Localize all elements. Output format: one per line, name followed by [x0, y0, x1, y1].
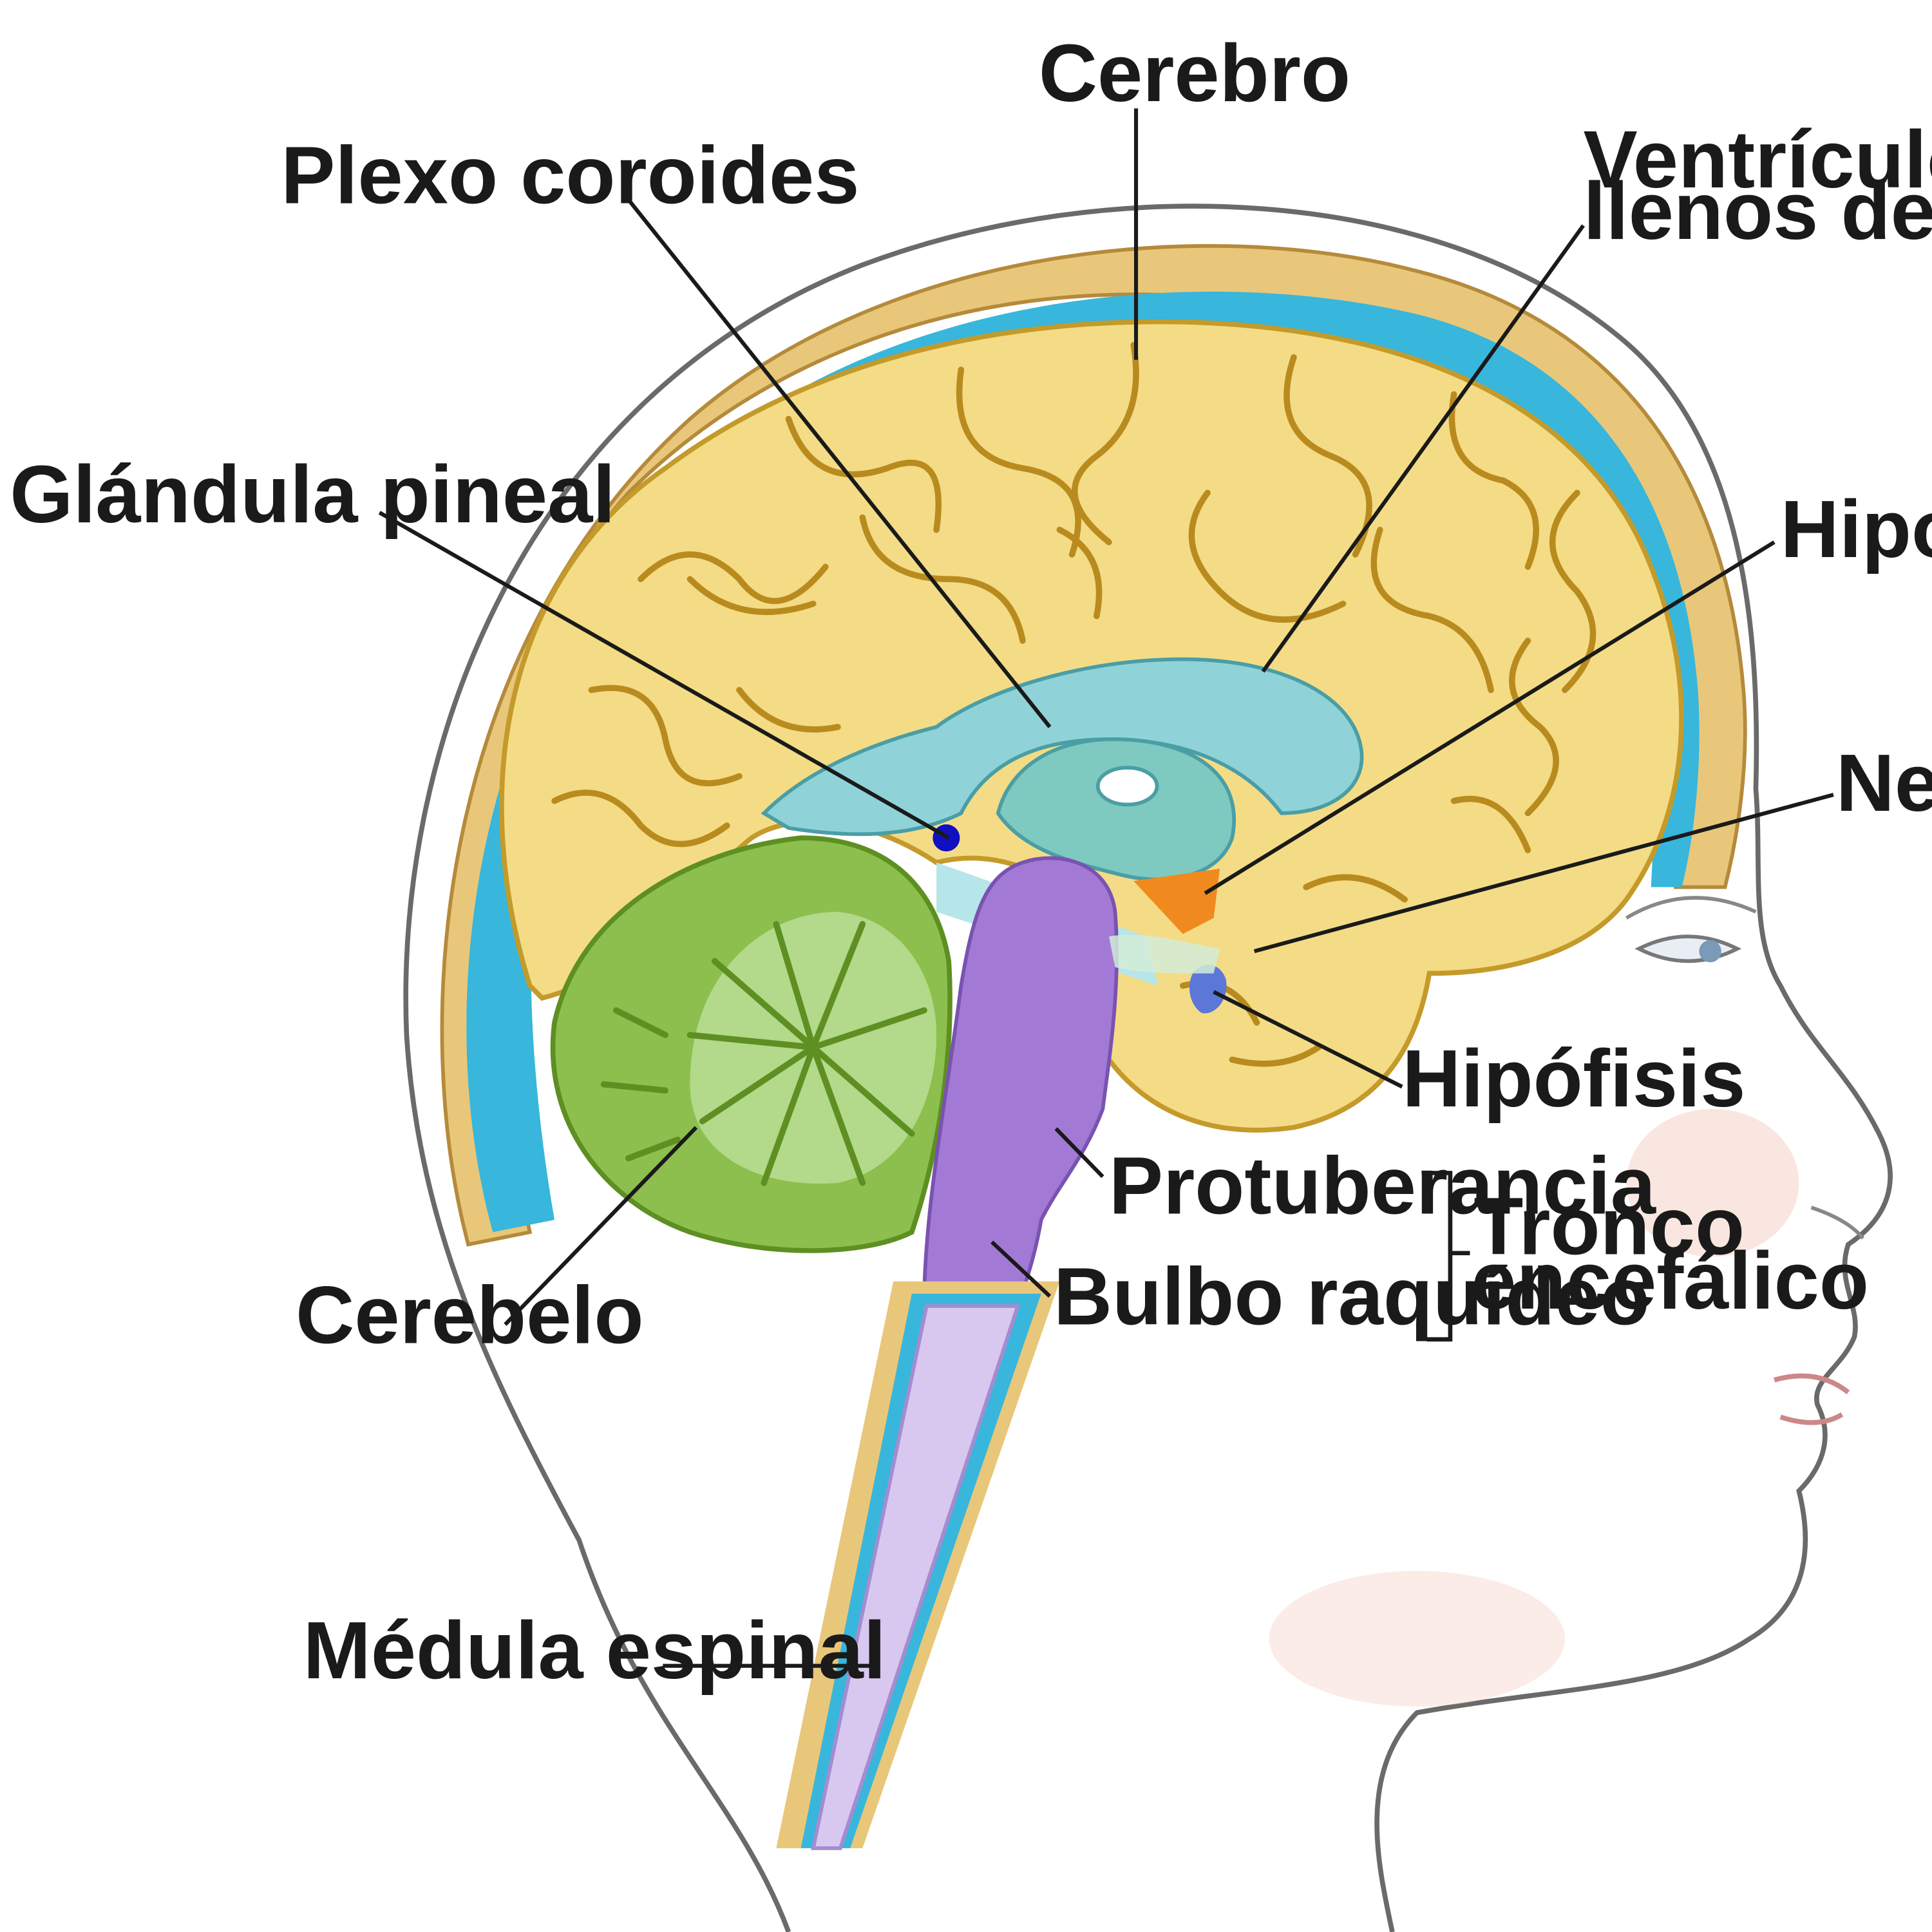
label-protuberancia: Protuberancia [1109, 1141, 1657, 1231]
brainstem [922, 856, 1119, 1308]
leader-bulbo-raquideo [990, 1240, 1052, 1298]
hypothalamus-shape [1133, 868, 1220, 934]
neck-blush [1269, 1571, 1565, 1707]
label-plexo-coroides: Plexo coroides [281, 130, 859, 221]
nostril [1810, 1206, 1865, 1240]
thalamus-adhesion [1095, 766, 1159, 807]
cerebrum-gyri [551, 341, 1596, 1067]
label-medula-espinal: Médula espinal [303, 1605, 886, 1696]
skull-bone [440, 244, 1747, 1247]
leader-nervio [1253, 793, 1834, 953]
label-bulbo-raquideo: Bulbo raquídeo [1054, 1251, 1650, 1342]
leader-cerebelo [504, 1126, 698, 1326]
label-tronco-line1: Tronco [1473, 1181, 1745, 1272]
label-cerebelo: Cerebelo [296, 1269, 643, 1360]
leader-glandula-pineal [378, 511, 950, 840]
label-tronco-line2: encefálico [1471, 1235, 1869, 1326]
eyebrow [1625, 896, 1757, 920]
lateral-ventricle [761, 657, 1364, 837]
label-cerebro: Cerebro [1039, 28, 1350, 118]
spinal-cord [776, 1281, 1060, 1850]
label-hipofisis: Hipófisis [1402, 1033, 1745, 1124]
leader-ventriculos [1261, 224, 1586, 673]
bracket-tronco [1426, 1171, 1470, 1342]
iris-icon [1699, 940, 1721, 963]
head-silhouette [403, 204, 1893, 1932]
pituitary-shape [1189, 965, 1227, 1014]
skull-layers [440, 244, 1747, 1247]
label-ventriculos-line2: llenos de líquid [1584, 166, 1932, 256]
leader-hipotalamo [1204, 540, 1776, 895]
leader-protuberancia [1054, 1127, 1104, 1179]
eye-icon [1634, 934, 1742, 963]
cerebellum-folia [600, 921, 927, 1186]
label-nervio: Nerv [1836, 737, 1932, 828]
labels: Cerebro Plexo coroides Ventrículos (es l… [10, 28, 1932, 1696]
small-structures [933, 824, 1227, 1014]
leader-lines [378, 108, 1834, 1668]
leader-plexo-coroides [627, 198, 1052, 728]
head-skin-outline [403, 204, 1893, 1932]
leader-hipofisis [1213, 990, 1403, 1089]
cheek-blush [1626, 1108, 1799, 1257]
cerebellum [550, 835, 952, 1253]
label-ventriculos-line1: Ventrículos (es [1584, 114, 1932, 205]
optic-nerve [1108, 934, 1220, 974]
lips [1774, 1373, 1850, 1425]
label-hipotalamo: Hipotá [1781, 484, 1932, 574]
label-glandula-pineal: Glándula pineal [10, 449, 615, 540]
pons-medulla [922, 856, 1119, 1308]
